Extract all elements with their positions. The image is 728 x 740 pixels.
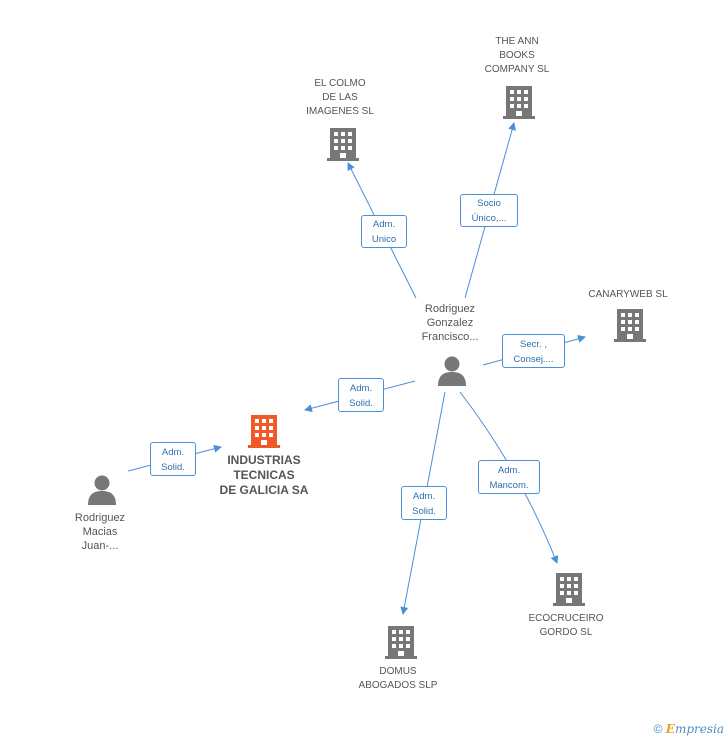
brand-rest: mpresia	[674, 722, 724, 736]
the-ann-label[interactable]: THE ANN BOOKS COMPANY SL	[484, 36, 550, 75]
edge-label-secr-consej: Secr. , Consej....	[502, 334, 565, 368]
edge-label-adm-solid-center: Adm. Solid.	[338, 378, 384, 412]
domus-label[interactable]: DOMUS ABOGADOS SLP	[358, 666, 438, 691]
el-colmo-label[interactable]: EL COLMO DE LAS IMAGENES SL	[306, 78, 374, 117]
copyright-symbol: ©	[653, 722, 663, 736]
building-icon[interactable]	[248, 414, 280, 448]
building-icon[interactable]	[327, 127, 359, 161]
person-left-label[interactable]: Rodriguez Macias Juan-...	[74, 512, 126, 552]
edge-label-adm-mancom: Adm. Mancom.	[478, 460, 540, 494]
edge-label-adm-solid-left: Adm. Solid.	[150, 442, 196, 476]
brand-logo: Empresia	[666, 722, 724, 736]
building-icon[interactable]	[503, 85, 535, 119]
main-company-label[interactable]: INDUSTRIAS TECNICAS DE GALICIA SA	[219, 453, 309, 497]
person-icon[interactable]	[437, 355, 467, 387]
person-center-label[interactable]: Rodriguez Gonzalez Francisco...	[421, 303, 479, 343]
building-icon[interactable]	[614, 308, 646, 342]
footer-brand: © Empresia	[654, 722, 724, 736]
ecocruceiro-label[interactable]: ECOCRUCEIRO GORDO SL	[528, 613, 604, 638]
building-icon[interactable]	[553, 572, 585, 606]
edge-label-socio-unico: Socio Único,...	[460, 194, 518, 227]
canaryweb-label[interactable]: CANARYWEB SL	[588, 289, 668, 300]
edge-label-adm-unico: Adm. Unico	[361, 215, 407, 248]
edge-label-adm-solid-domus: Adm. Solid.	[401, 486, 447, 520]
person-icon[interactable]	[87, 474, 117, 506]
brand-initial: E	[665, 722, 675, 736]
building-icon[interactable]	[385, 625, 417, 659]
